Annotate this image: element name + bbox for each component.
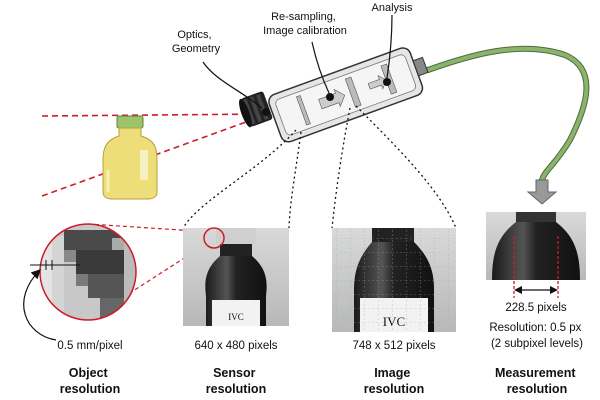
measurement-value: 228.5 pixels — [505, 302, 567, 314]
image-resolution-heading: Image resolution — [364, 366, 424, 396]
analysis-dot — [383, 78, 391, 86]
measurement-panel — [486, 212, 586, 298]
image-value: 748 x 512 pixels — [352, 340, 435, 352]
object-resolution-heading: Object resolution — [60, 366, 120, 396]
measurement-resolution-heading: Measurement resolution — [495, 366, 579, 396]
camera-cable — [425, 45, 590, 183]
sensor-image: IVC — [183, 227, 289, 326]
callout-optics: Optics, Geometry — [172, 29, 221, 55]
camera-icon — [239, 47, 429, 143]
sensor-value: 640 x 480 pixels — [194, 340, 277, 352]
sensor-resolution-heading: Sensor resolution — [206, 366, 266, 396]
optics-dot — [262, 108, 270, 116]
callout-analysis: Analysis — [372, 2, 413, 14]
measurement-resolution-note: Resolution: 0.5 px (2 subpixel levels) — [489, 322, 584, 350]
svg-text:IVC: IVC — [228, 312, 244, 322]
laser-line-top — [41, 113, 269, 117]
resampling-dot — [326, 93, 334, 101]
object-value: 0.5 mm/pixel — [57, 340, 122, 352]
magnifier-circle — [39, 223, 213, 321]
callout-resampling: Re-sampling, Image calibration — [263, 11, 347, 37]
bottle-icon — [102, 115, 158, 200]
down-arrow-icon — [526, 179, 558, 205]
image-panel: IVC — [332, 228, 456, 332]
